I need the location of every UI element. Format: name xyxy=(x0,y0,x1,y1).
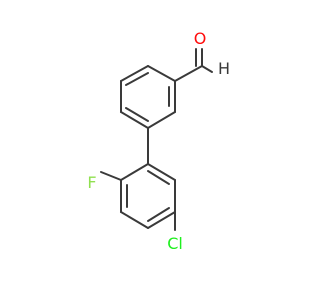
bond xyxy=(147,65,176,82)
bond xyxy=(120,163,149,181)
molecule-diagram: O H F Cl xyxy=(87,29,230,253)
atom-hydrogen: H xyxy=(218,59,230,78)
bond xyxy=(120,65,149,82)
bond-inner xyxy=(147,207,170,222)
bond-cf xyxy=(100,171,122,181)
bond xyxy=(147,163,176,181)
structure-canvas: O H F Cl xyxy=(87,29,231,253)
bond xyxy=(120,211,149,229)
bond-inner xyxy=(147,170,170,185)
bond xyxy=(147,211,176,229)
atom-oxygen: O xyxy=(194,29,207,48)
bond-inner xyxy=(125,72,149,86)
atom-chlorine: Cl xyxy=(167,234,183,253)
bond xyxy=(147,111,176,129)
bonds xyxy=(100,48,213,231)
bond-ch xyxy=(201,65,213,73)
bond xyxy=(120,111,149,129)
bond xyxy=(174,65,203,82)
atom-fluorine: F xyxy=(87,173,96,192)
bond-inner xyxy=(125,107,149,122)
